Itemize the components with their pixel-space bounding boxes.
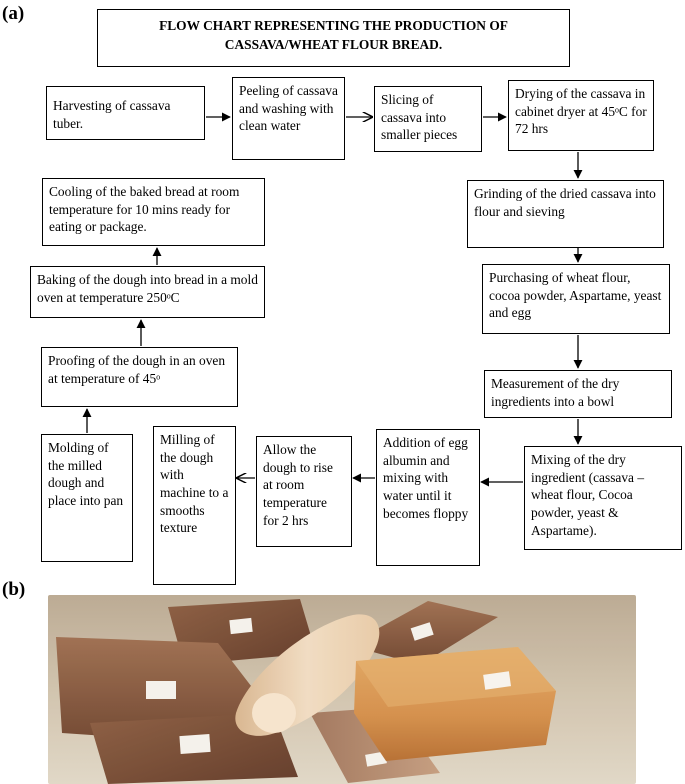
step-measurement: Measurement of the dry ingredients into … (484, 370, 672, 418)
step-molding: Molding of the milled dough and place in… (41, 434, 133, 562)
step-addition: Addition of egg albumin and mixing with … (376, 429, 480, 566)
bread-photo-illustration (48, 595, 636, 784)
panel-a-label: (a) (2, 3, 25, 24)
step-baking: Baking of the dough into bread in a mold… (30, 266, 265, 318)
title-line-2: CASSAVA/WHEAT FLOUR BREAD. (224, 37, 443, 53)
step-milling: Milling of the dough with machine to a s… (153, 426, 236, 585)
bread-photo (48, 595, 636, 784)
step-harvesting: Harvesting of cassava tuber. (46, 86, 205, 140)
panel-b-label: (b) (2, 579, 26, 600)
step-purchasing: Purchasing of wheat flour, cocoa powder,… (482, 264, 670, 334)
step-grinding: Grinding of the dried cassava into flour… (467, 180, 664, 248)
step-drying: Drying of the cassava in cabinet dryer a… (508, 80, 654, 151)
step-cooling: Cooling of the baked bread at room tempe… (42, 178, 265, 246)
title-line-1: FLOW CHART REPRESENTING THE PRODUCTION O… (159, 18, 508, 33)
flowchart-title: FLOW CHART REPRESENTING THE PRODUCTION O… (97, 9, 570, 67)
step-mixing: Mixing of the dry ingredient (cassava – … (524, 446, 682, 550)
flow-arrows (82, 0, 583, 487)
step-slicing: Slicing of cassava into smaller pieces (374, 86, 482, 152)
step-rising: Allow the dough to rise at room temperat… (256, 436, 352, 547)
step-proofing: Proofing of the dough in an oven at temp… (41, 347, 238, 407)
step-peeling: Peeling of cassava and washing with clea… (232, 77, 345, 160)
